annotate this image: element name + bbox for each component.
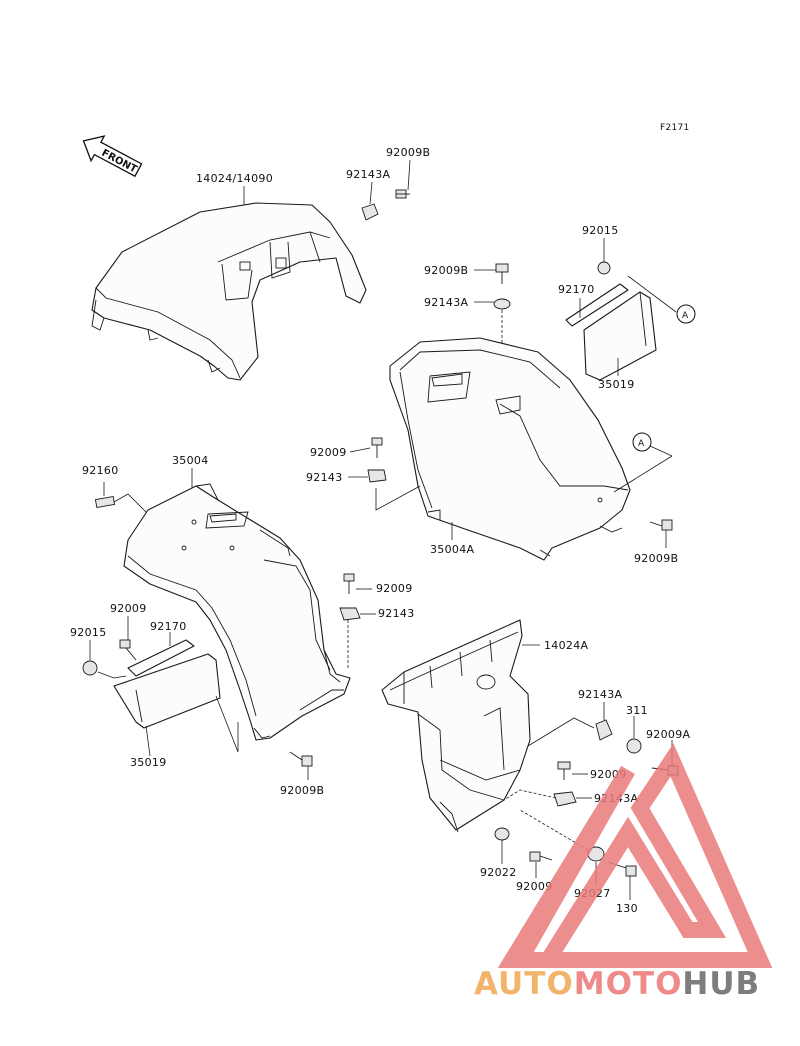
grommet-92143-left xyxy=(339,607,361,621)
label-92022: 92022 xyxy=(480,866,517,879)
svg-text:A: A xyxy=(638,439,645,449)
part-14024-fender xyxy=(91,202,367,381)
watermark-logo-icon xyxy=(497,743,773,968)
bolt-92009-leftb xyxy=(119,639,137,661)
grommet-92143-mid xyxy=(367,469,387,483)
bracket-92170-left xyxy=(127,639,195,677)
bolt-92009-bottom xyxy=(529,851,553,862)
label-92009-bottom: 92009 xyxy=(516,880,553,893)
svg-text:A: A xyxy=(682,311,689,321)
bolt-92009B-top xyxy=(395,189,410,199)
label-92143A-low: 92143A xyxy=(578,688,622,701)
label-92015-right: 92015 xyxy=(582,224,619,237)
label-14024-14090: 14024/14090 xyxy=(196,172,273,185)
grommet-92143A-top xyxy=(361,203,379,221)
label-311: 311 xyxy=(626,704,648,717)
label-92170-right: 92170 xyxy=(558,283,595,296)
label-92009B-bottom: 92009B xyxy=(280,784,324,797)
label-92143-left: 92143 xyxy=(378,607,415,620)
label-92160: 92160 xyxy=(82,464,119,477)
bolt-92009B-bottom xyxy=(289,751,313,767)
label-92143A-mid: 92143A xyxy=(424,296,468,309)
plug-92160 xyxy=(94,495,116,509)
bolt-92009-low xyxy=(557,761,571,780)
part-35004-front-fender xyxy=(123,483,351,741)
label-92143-mid: 92143 xyxy=(306,471,343,484)
label-35004: 35004 xyxy=(172,454,209,467)
callout-a-right: A xyxy=(676,304,696,324)
label-130: 130 xyxy=(616,902,638,915)
bolt-92009-mid xyxy=(371,437,383,458)
part-14024A-under-cover xyxy=(381,619,531,833)
label-92170-left: 92170 xyxy=(150,620,187,633)
grommet-92143A-low2 xyxy=(553,791,577,807)
label-35004A: 35004A xyxy=(430,543,474,556)
nut-92015-right xyxy=(597,261,611,275)
label-92143A-top: 92143A xyxy=(346,168,390,181)
callout-a-left: A xyxy=(632,432,652,452)
label-35019-right: 35019 xyxy=(598,378,635,391)
label-92009B-mid: 92009B xyxy=(424,264,468,277)
label-14024A: 14024A xyxy=(544,639,588,652)
label-92009B-top: 92009B xyxy=(386,146,430,159)
mudflap-35019-left xyxy=(113,653,221,729)
grommet-92143A-mid xyxy=(493,298,511,310)
bracket-92170-right xyxy=(565,283,629,327)
part-35004A-rear-fender xyxy=(389,337,631,561)
nut-92015-left xyxy=(82,660,98,676)
bolt-92009B-mid xyxy=(495,263,509,284)
mudflap-35019-right xyxy=(583,291,657,381)
nut-311 xyxy=(626,738,642,754)
svg-text:AUTOMOTOHUB: AUTOMOTOHUB xyxy=(474,966,760,1002)
label-92009-mid: 92009 xyxy=(310,446,347,459)
grommet-92143A-low xyxy=(595,719,613,741)
label-35019-left: 35019 xyxy=(130,756,167,769)
label-92015-left: 92015 xyxy=(70,626,107,639)
label-92009B-right: 92009B xyxy=(634,552,678,565)
washer-92022 xyxy=(494,827,510,841)
bolt-92009-left xyxy=(343,573,355,594)
label-92009A: 92009A xyxy=(646,728,690,741)
label-92009-left: 92009 xyxy=(376,582,413,595)
watermark-text: AUTOMOTOHUB xyxy=(474,966,760,1002)
figure-code: F2171 xyxy=(660,123,690,133)
label-92009-leftb: 92009 xyxy=(110,602,147,615)
front-arrow-icon: FRONT xyxy=(82,135,143,178)
bolt-92009B-right xyxy=(649,519,673,531)
